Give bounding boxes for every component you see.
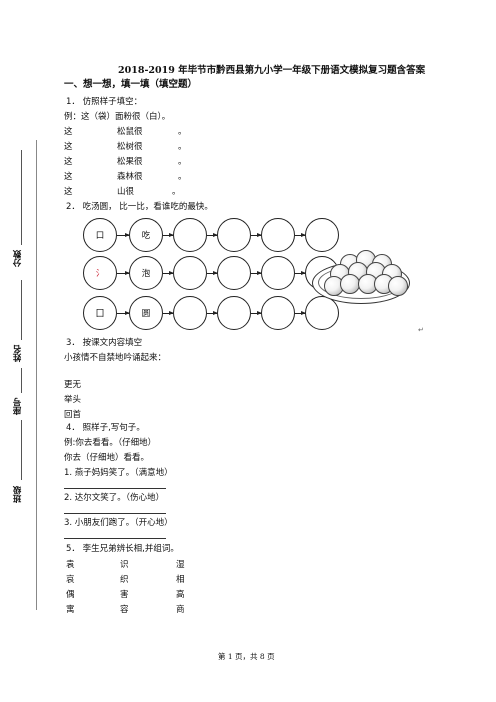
q1-row-2-prefix: 这 (64, 142, 73, 152)
chain-3-circle-6[interactable] (305, 296, 339, 330)
section-heading: 一、想一想，填一填（填空题） (64, 79, 198, 90)
q4-example-2: 你去（仔细地）看看。 (64, 453, 150, 463)
q4-stem: 4． 照样子,写句子。 (66, 423, 145, 433)
q5-char: 织 (120, 575, 129, 585)
chain-1-circle-6[interactable] (305, 218, 339, 252)
q5-char: 容 (120, 605, 129, 615)
margin-blank-seat (21, 368, 22, 393)
chain-1-arrow (117, 233, 130, 237)
margin-border-line (36, 140, 37, 610)
q1-row-1-text: 松鼠很 (117, 127, 143, 137)
q3-line: 小孩情不自禁地吟诵起来： (64, 353, 167, 363)
q1-row-5-end: 。 (172, 187, 181, 197)
chain-2-link-4 (251, 271, 262, 275)
q5-char: 识 (120, 560, 129, 570)
q1-row-3-prefix: 这 (64, 157, 73, 167)
chain-1-circle-1: 口 (83, 218, 117, 252)
q5-char: 哀 (66, 575, 75, 585)
chain-1-link-3 (207, 233, 218, 237)
chain-3-circle-1: 囗 (83, 296, 117, 330)
chain-2-link-2 (163, 271, 174, 275)
chain-2-circle-3[interactable] (173, 256, 207, 290)
chain-2-circle-1: 氵 (83, 256, 117, 290)
chain-1-circle-3[interactable] (173, 218, 207, 252)
chain-2-circle-4[interactable] (217, 256, 251, 290)
margin-blank-name (21, 280, 22, 340)
q3-item-2: 举头 (64, 395, 82, 405)
chain-3-circle-4[interactable] (217, 296, 251, 330)
q5-char: 偶 (66, 590, 75, 600)
q1-stem: 1． 仿照样子填空： (66, 97, 143, 107)
chain-3-link-3 (207, 311, 218, 315)
chain-3-link-5 (295, 311, 306, 315)
q1-row-2-end: 。 (178, 142, 187, 152)
chain-2-link-5 (295, 271, 306, 275)
chain-2-link-3 (207, 271, 218, 275)
chain-1-circle-2: 吃 (129, 218, 163, 252)
q4-sentence-2: 2. 达尔文笑了。（伤心地） (64, 493, 165, 503)
tangyuan-ball (388, 276, 408, 296)
q3-item-1: 更无 (64, 380, 82, 390)
paragraph-mark: ↵ (418, 326, 424, 334)
q3-stem: 3． 按课文内容填空 (66, 338, 143, 348)
chain-2-circle-5[interactable] (261, 256, 295, 290)
q5-char: 高 (176, 590, 185, 600)
chain-2-circle-2: 泡 (129, 256, 163, 290)
chain-1-link-2 (163, 233, 174, 237)
q1-row-1-prefix: 这 (64, 127, 73, 137)
q1-row-2-text: 松树很 (117, 142, 143, 152)
q1-row-4-prefix: 这 (64, 172, 73, 182)
tangyuan-ball (340, 274, 360, 294)
chain-2-arrow (117, 271, 130, 275)
q3-item-3: 回首 (64, 410, 82, 420)
q1-row-3-end: 。 (178, 157, 187, 167)
margin-label-name: 姓名 (13, 345, 23, 362)
q5-char: 寓 (66, 605, 75, 615)
q4-example-1: 例:你去看看。（仔细地） (64, 438, 157, 448)
q1-example: 例：这（袋）面粉很（白）。 (64, 112, 171, 122)
q1-row-3-text: 松果很 (117, 157, 143, 167)
q5-char: 湿 (176, 560, 185, 570)
q1-row-4-end: 。 (178, 172, 187, 182)
q1-row-4-text: 森林很 (117, 172, 143, 182)
margin-label-seat: 座号 (13, 398, 23, 415)
chain-1-circle-5[interactable] (261, 218, 295, 252)
q2-stem: 2． 吃汤圆， 比一比，看谁吃的最快。 (66, 202, 213, 212)
chain-3-circle-3[interactable] (173, 296, 207, 330)
chain-3-arrow (117, 311, 130, 315)
margin-blank-class (21, 420, 22, 480)
chain-3-circle-2: 圆 (129, 296, 163, 330)
margin-label-score: 分数 (13, 250, 23, 267)
chain-3-link-4 (251, 311, 262, 315)
q4-sentence-3: 3. 小朋友们跑了。（开心地） (64, 518, 173, 528)
chain-3-circle-5[interactable] (261, 296, 295, 330)
margin-blank-score (21, 150, 22, 245)
document-title: 2018-2019 年毕节市黔西县第九小学一年级下册语文模拟复习题含答案 (118, 65, 426, 76)
q4-answer-line-1[interactable] (64, 488, 166, 489)
q1-row-5-prefix: 这 (64, 187, 73, 197)
q1-row-1-end: 。 (178, 127, 187, 137)
margin-label-class: 班级 (13, 486, 23, 503)
tangyuan-bowl-image (312, 248, 410, 306)
q5-char: 害 (120, 590, 129, 600)
q5-char: 相 (176, 575, 185, 585)
chain-1-link-5 (295, 233, 306, 237)
q4-answer-line-3[interactable] (64, 538, 166, 539)
chain-1-circle-4[interactable] (217, 218, 251, 252)
chain-1-link-4 (251, 233, 262, 237)
q4-sentence-1: 1. 燕子妈妈笑了。（满意地） (64, 468, 173, 478)
q5-char: 袁 (66, 560, 75, 570)
q5-stem: 5． 李生兄弟辨长相,并组词。 (66, 544, 179, 554)
q4-answer-line-2[interactable] (64, 513, 166, 514)
page-footer: 第 1 页，共 8 页 (218, 652, 275, 661)
chain-3-link-2 (163, 311, 174, 315)
q1-row-5-text: 山很 (117, 187, 135, 197)
q5-char: 商 (176, 605, 185, 615)
